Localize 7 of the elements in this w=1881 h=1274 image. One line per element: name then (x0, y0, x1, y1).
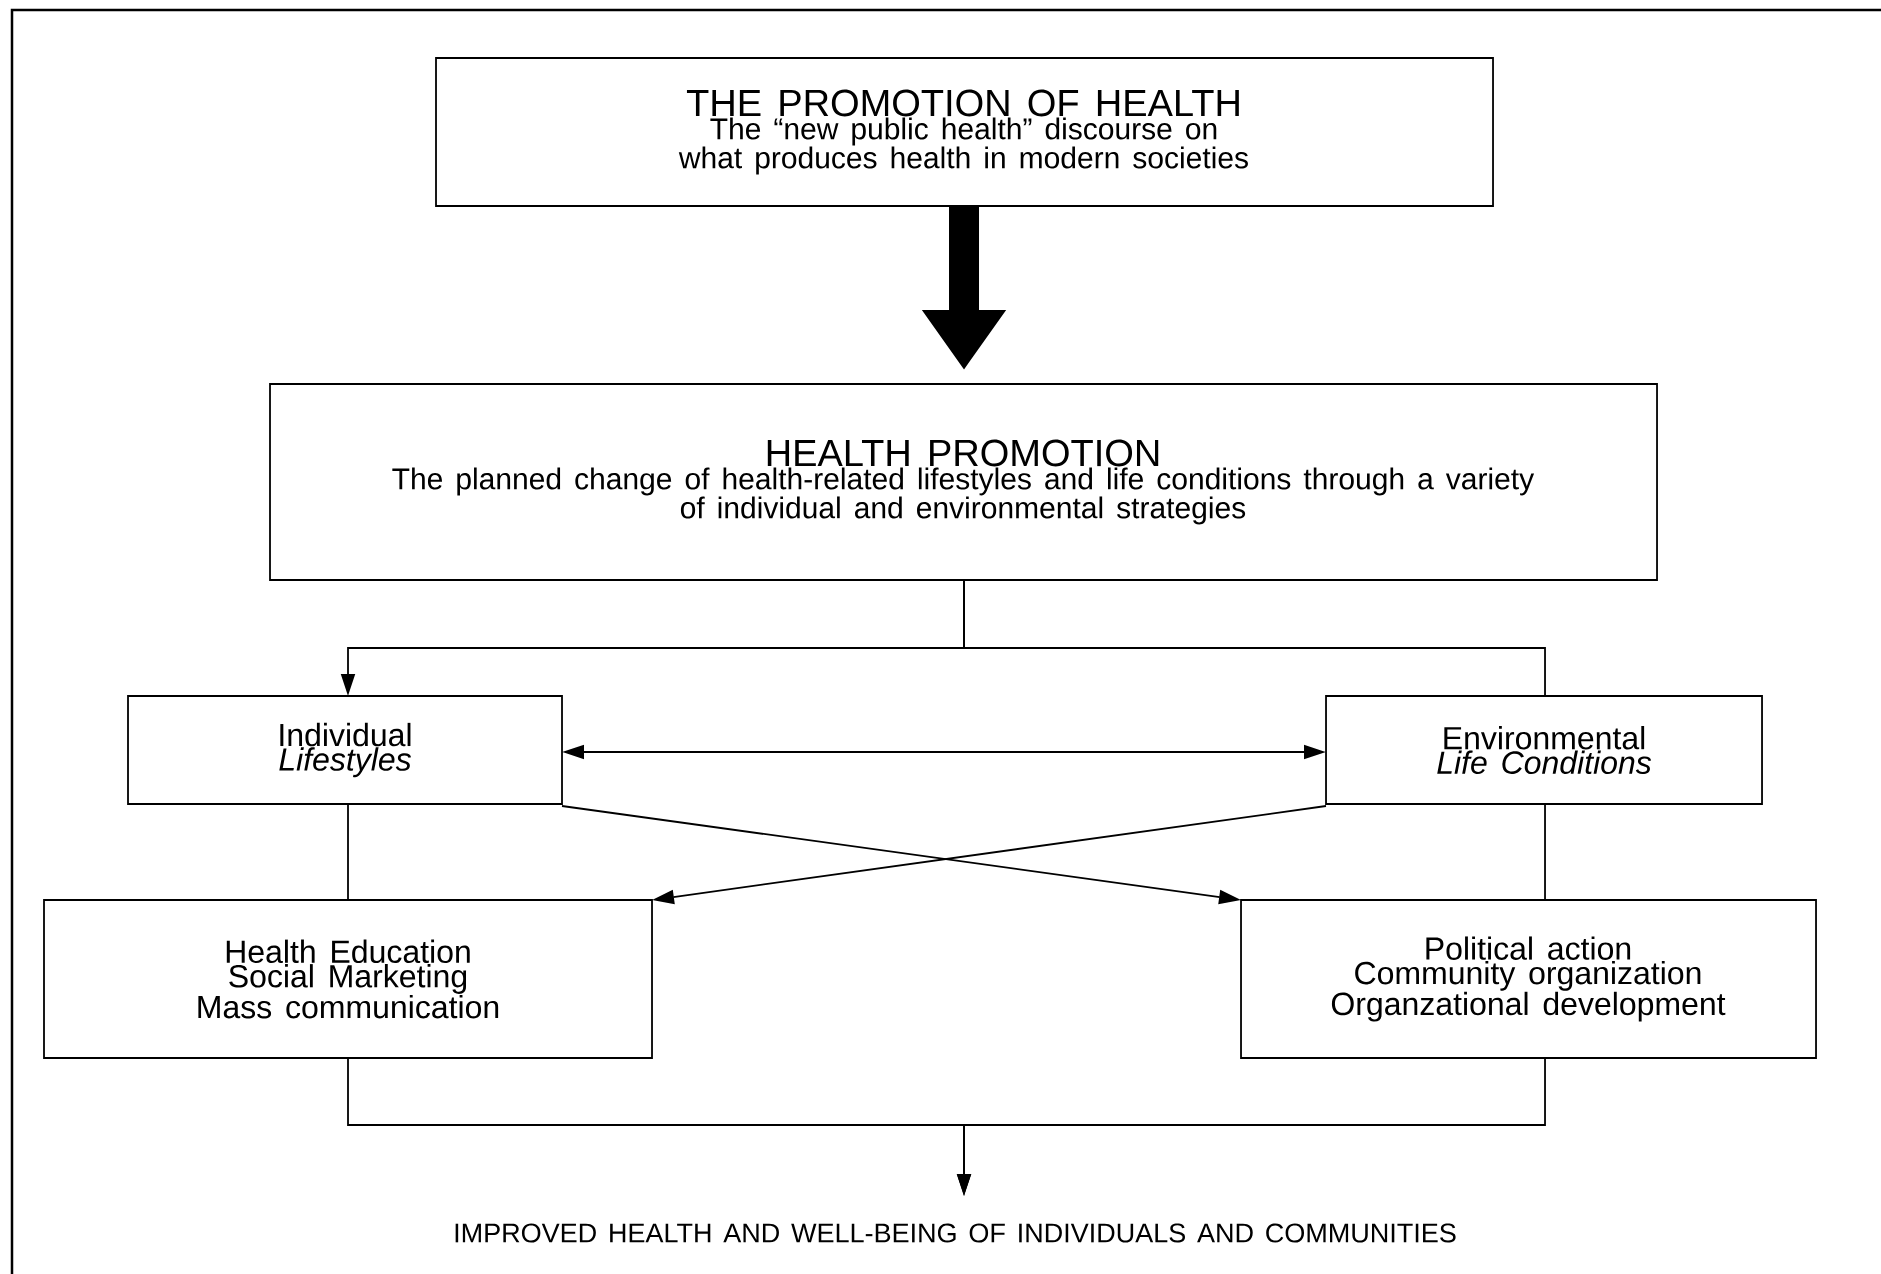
process-box: Environmental Life Conditions (1325, 695, 1763, 805)
process-box: Individual Lifestyles (127, 695, 563, 805)
process-box: Health Education Social Marketing Mass communication (43, 899, 653, 1059)
process-box: HEALTH PROMOTION The planned change of health-related lifestyles and life conditions through a variety of individual and environmental strategies (269, 383, 1658, 581)
outcome-text: IMPROVED HEALTH AND WELL-BEING OF INDIVIDUALS AND COMMUNITIES (455, 1223, 1456, 1243)
process-box: THE PROMOTION OF HEALTH The “new public health” discourse on what produces health in modern societies (435, 57, 1494, 207)
process-box: Political action Community organization Organzational development (1240, 899, 1817, 1059)
